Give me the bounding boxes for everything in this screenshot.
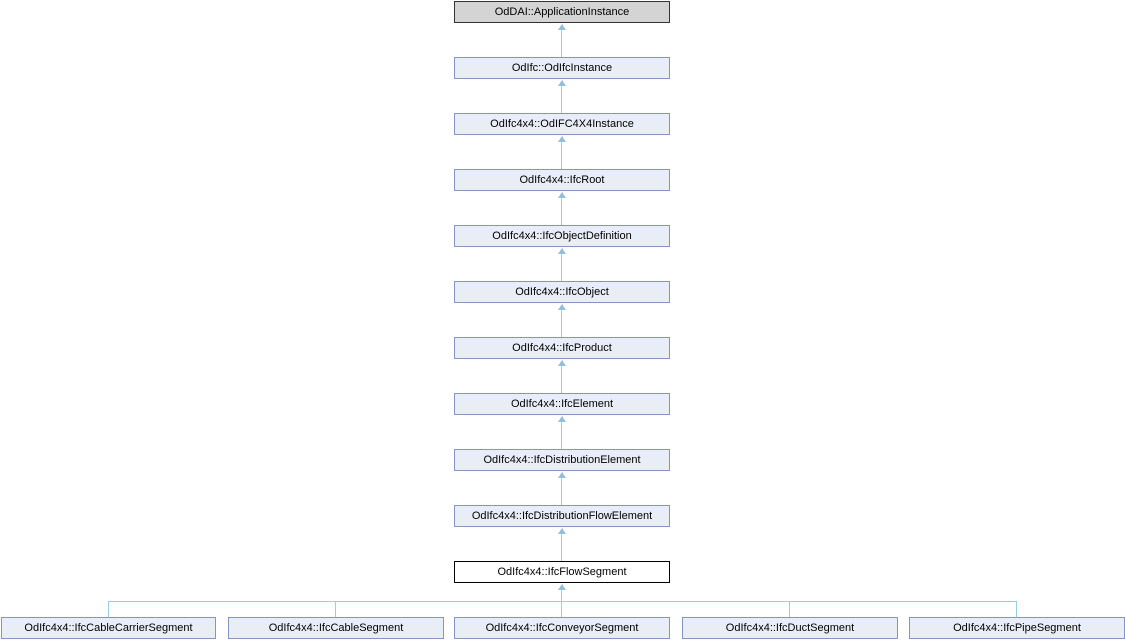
inheritance-edge [561,253,562,281]
class-node-ifcdistributionflowelement[interactable]: OdIfc4x4::IfcDistributionFlowElement [454,505,670,527]
class-node-odifc4x4-odifc4x4instance[interactable]: OdIfc4x4::OdIFC4X4Instance [454,113,670,135]
inheritance-edge [561,365,562,393]
inheritance-arrowhead-icon [558,192,566,198]
inheritance-edge [561,421,562,449]
child-edge [789,601,790,617]
inheritance-arrowhead-icon [558,248,566,254]
class-node-ifcpipesegment[interactable]: OdIfc4x4::IfcPipeSegment [909,617,1125,639]
inheritance-arrowhead-icon [558,304,566,310]
inheritance-arrowhead-icon [558,24,566,30]
class-node-ifcdistributionelement[interactable]: OdIfc4x4::IfcDistributionElement [454,449,670,471]
inheritance-arrowhead-icon [558,472,566,478]
children-connector-line [108,601,1017,602]
inheritance-edge [561,85,562,113]
class-node-ifcductsegment[interactable]: OdIfc4x4::IfcDuctSegment [682,617,898,639]
inheritance-arrowhead-icon [558,360,566,366]
inheritance-edge [561,197,562,225]
child-edge [1016,601,1017,617]
inheritance-edge [561,589,562,602]
inheritance-arrowhead-icon [558,80,566,86]
inheritance-arrowhead-icon [558,136,566,142]
inheritance-edge [561,141,562,169]
inheritance-arrowhead-icon [558,528,566,534]
class-node-ifccablecarriersegment[interactable]: OdIfc4x4::IfcCableCarrierSegment [1,617,216,639]
class-node-oddai-applicationinstance[interactable]: OdDAI::ApplicationInstance [454,1,670,23]
class-node-ifcproduct[interactable]: OdIfc4x4::IfcProduct [454,337,670,359]
inheritance-edge [561,309,562,337]
inheritance-edge [561,533,562,561]
inheritance-edge [561,477,562,505]
class-node-ifcobject[interactable]: OdIfc4x4::IfcObject [454,281,670,303]
class-node-ifcelement[interactable]: OdIfc4x4::IfcElement [454,393,670,415]
child-edge [561,601,562,617]
class-node-ifcflowsegment-current: OdIfc4x4::IfcFlowSegment [454,561,670,583]
class-node-ifccablesegment[interactable]: OdIfc4x4::IfcCableSegment [228,617,444,639]
child-edge [108,601,109,617]
class-node-ifcobjectdefinition[interactable]: OdIfc4x4::IfcObjectDefinition [454,225,670,247]
child-edge [335,601,336,617]
inheritance-arrowhead-icon [558,584,566,590]
inheritance-arrowhead-icon [558,416,566,422]
class-node-ifcroot[interactable]: OdIfc4x4::IfcRoot [454,169,670,191]
inheritance-edge [561,29,562,57]
class-node-odifc-odifcinstance[interactable]: OdIfc::OdIfcInstance [454,57,670,79]
class-node-ifcconveyorsegment[interactable]: OdIfc4x4::IfcConveyorSegment [454,617,670,639]
